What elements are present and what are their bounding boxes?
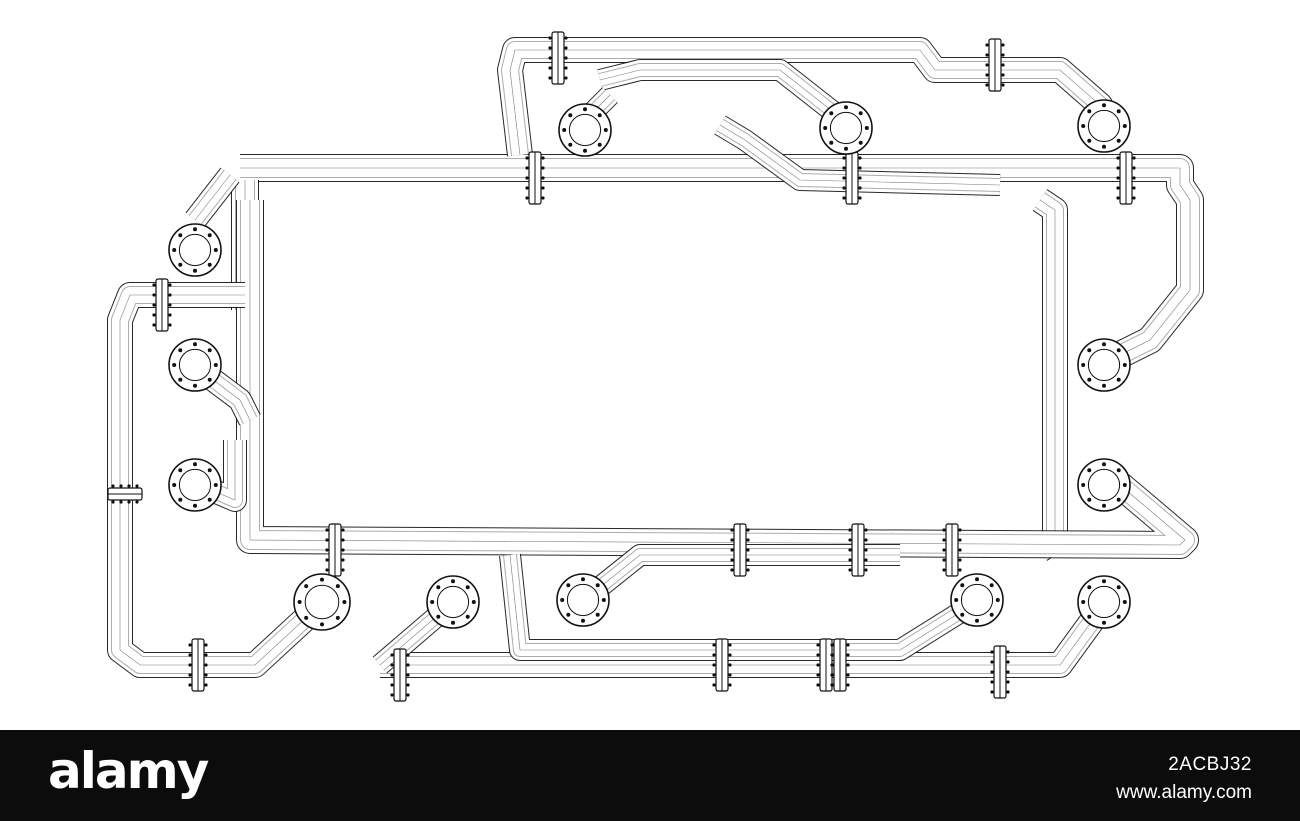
pipe-elbow-icon: [1077, 458, 1131, 512]
pipe-elbow-icon: [293, 573, 351, 631]
pipe-flange-icon: [390, 648, 410, 702]
pipe-elbow-icon: [426, 575, 480, 629]
pipe-flange-icon: [990, 645, 1010, 699]
pipe-segment-icon: [597, 59, 857, 134]
pipe-flange-icon: [525, 151, 545, 205]
pipe-segment-icon: [107, 282, 329, 678]
pipe-flange-icon: [712, 638, 732, 692]
pipe-segment-icon: [714, 115, 1001, 196]
pipe-elbow-icon: [168, 223, 222, 277]
pipe-segment-icon: [1032, 189, 1068, 561]
pipe-segment-icon: [380, 602, 1111, 678]
pipe-flange-icon: [985, 38, 1005, 92]
pipe-flange-icon: [152, 278, 172, 332]
pipe-flange-icon: [548, 31, 568, 85]
watermark-footer: alamy 2ACBJ32 www.alamy.com: [0, 730, 1300, 821]
pipe-segment-icon: [240, 154, 1204, 373]
pipe-flange-icon: [325, 523, 345, 577]
pipe-elbow-icon: [1077, 575, 1131, 629]
pipeline-wireframe-illustration: [107, 31, 1204, 702]
pipe-segment-icon: [236, 200, 1199, 559]
pipe-elbow-icon: [168, 338, 222, 392]
pipe-elbow-icon: [819, 101, 873, 155]
pipe-flange-icon: [848, 523, 868, 577]
image-id: 2ACBJ32: [1168, 754, 1252, 775]
pipe-elbow-icon: [558, 103, 612, 157]
pipe-elbow-icon: [1077, 338, 1131, 392]
pipe-elbow-icon: [556, 573, 610, 627]
pipe-flange-icon: [1116, 151, 1136, 205]
pipe-elbow-icon: [168, 458, 222, 512]
pipe-flange-icon: [942, 523, 962, 577]
pipeline-wireframe: [107, 31, 1204, 702]
pipe-flange-icon: [730, 523, 750, 577]
pipe-flange-icon: [830, 638, 850, 692]
pipe-flange-icon: [188, 638, 208, 692]
alamy-logo: alamy: [48, 742, 209, 800]
pipe-elbow-icon: [950, 573, 1004, 627]
pipe-flange-icon: [107, 484, 143, 504]
pipe-segment-icon: [497, 37, 1122, 157]
pipe-segment-icon: [499, 553, 986, 661]
pipe-flange-icon: [842, 151, 862, 205]
pipe-segment-icon: [583, 544, 900, 604]
site-url: www.alamy.com: [1116, 782, 1252, 803]
pipe-elbow-icon: [1077, 99, 1131, 153]
pipe-segment-icon: [185, 167, 240, 228]
